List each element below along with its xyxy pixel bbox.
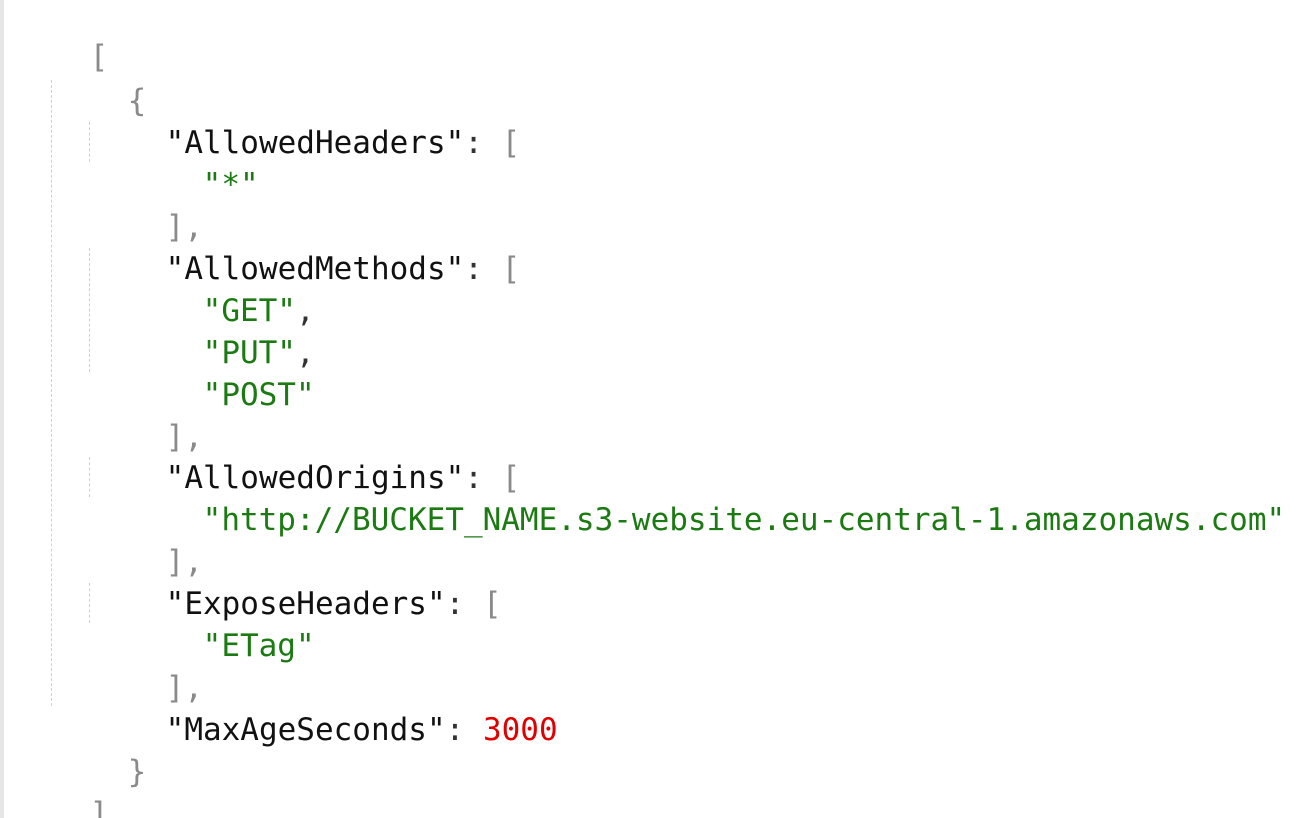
code-line-allowed-origins-close: ], — [91, 499, 203, 580]
code-line-allowed-methods-get: "GET", — [128, 248, 315, 329]
colon: : — [464, 460, 483, 496]
indent-guide-allowed-methods — [89, 248, 90, 372]
colon: : — [445, 712, 465, 748]
code-line-array-close: ] — [15, 751, 109, 818]
array-close-bracket: ], — [165, 209, 203, 245]
code-line-allowed-origins-key: "AllowedOrigins": [ — [91, 415, 521, 496]
code-line-allowed-methods-key: "AllowedMethods": [ — [91, 206, 521, 287]
colon: : — [445, 586, 465, 622]
code-line-allowed-methods-put: "PUT", — [128, 290, 315, 371]
code-line-allowed-methods-close: ], — [91, 374, 203, 455]
colon: : — [464, 251, 483, 287]
code-line-1: [ — [15, 0, 109, 75]
array-close-bracket: ], — [165, 544, 203, 580]
code-line-expose-headers-close: ], — [91, 625, 203, 706]
code-line-2: { — [53, 38, 147, 119]
code-line-allowed-headers-close: ], — [91, 164, 203, 245]
array-close-bracket: ], — [165, 419, 203, 455]
array-open-bracket: [ — [501, 460, 521, 496]
code-line-object-close: } — [53, 709, 147, 790]
allowed-headers-value-wildcard: "*" — [202, 167, 259, 203]
indent-guide-expose-headers — [89, 583, 90, 623]
code-line-allowed-headers-key: "AllowedHeaders": [ — [91, 80, 521, 161]
array-close-bracket: ], — [165, 670, 203, 706]
comma: , — [295, 335, 315, 371]
array-open-bracket: [ — [501, 125, 521, 161]
comma: , — [295, 293, 315, 329]
allowed-methods-key: "AllowedMethods" — [165, 251, 465, 287]
indent-guide-object — [51, 80, 52, 706]
allowed-method-get: "GET" — [202, 293, 296, 329]
array-open-bracket: [ — [482, 586, 502, 622]
allowed-origins-key: "AllowedOrigins" — [165, 460, 465, 496]
code-line-allowed-methods-post: "POST" — [128, 332, 315, 413]
code-line-expose-headers-value: "ETag" — [128, 583, 315, 664]
array-open-bracket: [ — [501, 251, 521, 287]
max-age-seconds-value: 3000 — [482, 712, 558, 748]
max-age-seconds-key: "MaxAgeSeconds" — [165, 712, 446, 748]
expose-header-etag: "ETag" — [202, 628, 315, 664]
indent-guide-allowed-headers — [89, 122, 90, 162]
allowed-origin-url: "http://BUCKET_NAME.s3-website.eu-centra… — [202, 502, 1286, 538]
colon: : — [464, 125, 483, 161]
code-line-allowed-origins-value: "http://BUCKET_NAME.s3-website.eu-centra… — [128, 457, 1286, 538]
allowed-headers-key: "AllowedHeaders" — [165, 125, 465, 161]
outer-array-open-bracket: [ — [89, 39, 109, 75]
code-line-expose-headers-key: "ExposeHeaders": [ — [91, 541, 502, 622]
allowed-method-post: "POST" — [202, 377, 315, 413]
object-close-brace: } — [127, 754, 147, 790]
code-line-allowed-headers-value: "*" — [128, 122, 259, 203]
indent-guide-allowed-origins — [89, 457, 90, 497]
code-line-max-age-seconds: "MaxAgeSeconds": 3000 — [91, 667, 558, 748]
object-open-brace: { — [127, 83, 147, 119]
allowed-method-put: "PUT" — [202, 335, 296, 371]
outer-array-close-bracket: ] — [89, 796, 109, 818]
expose-headers-key: "ExposeHeaders" — [165, 586, 446, 622]
